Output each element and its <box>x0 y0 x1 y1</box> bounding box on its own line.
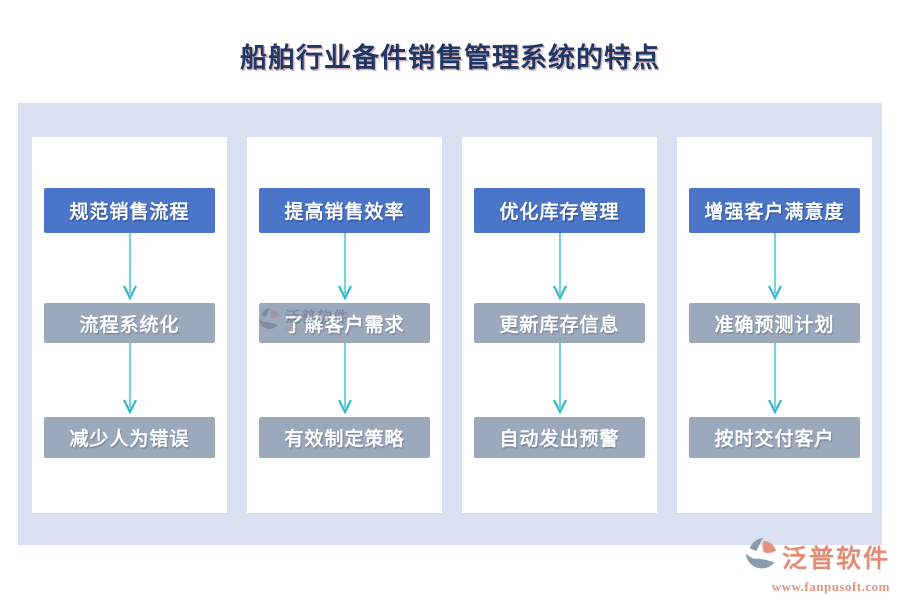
flow-header-box: 规范销售流程 <box>43 188 216 233</box>
flow-column-4: 增强客户满意度 准确预测计划 按时交付客户 <box>677 137 872 513</box>
down-arrow-icon <box>337 233 353 303</box>
diagram-frame: 规范销售流程 流程系统化 减少人为错误 提高销售效率 了解客户需求 <box>18 103 882 545</box>
down-arrow-icon <box>122 343 138 417</box>
flow-header-box: 增强客户满意度 <box>688 188 861 233</box>
down-arrow-icon <box>552 343 568 417</box>
flow-step-box: 减少人为错误 <box>43 417 216 458</box>
flow-step-box: 流程系统化 <box>43 303 216 343</box>
down-arrow-icon <box>552 233 568 303</box>
flow-step-box: 了解客户需求 <box>258 303 431 343</box>
flow-header-box: 提高销售效率 <box>258 188 431 233</box>
flow-header-box: 优化库存管理 <box>473 188 646 233</box>
flow-column-2: 提高销售效率 了解客户需求 有效制定策略 <box>247 137 442 513</box>
flow-step-box: 有效制定策略 <box>258 417 431 458</box>
flow-step-box: 自动发出预警 <box>473 417 646 458</box>
footer-website-text: www.fanpusoft.com <box>771 579 890 594</box>
fanpu-logo-icon <box>742 535 780 578</box>
page-title: 船舶行业备件销售管理系统的特点 <box>240 43 660 73</box>
down-arrow-icon <box>122 233 138 303</box>
down-arrow-icon <box>767 343 783 417</box>
flow-step-box: 按时交付客户 <box>688 417 861 458</box>
flow-column-1: 规范销售流程 流程系统化 减少人为错误 <box>32 137 227 513</box>
footer-logo: 泛普软件 www.fanpusoft.com <box>742 535 890 595</box>
flow-step-box: 更新库存信息 <box>473 303 646 343</box>
down-arrow-icon <box>337 343 353 417</box>
footer-brand-text: 泛普软件 <box>781 544 890 573</box>
down-arrow-icon <box>767 233 783 303</box>
flow-step-box: 准确预测计划 <box>688 303 861 343</box>
flow-column-3: 优化库存管理 更新库存信息 自动发出预警 <box>462 137 657 513</box>
